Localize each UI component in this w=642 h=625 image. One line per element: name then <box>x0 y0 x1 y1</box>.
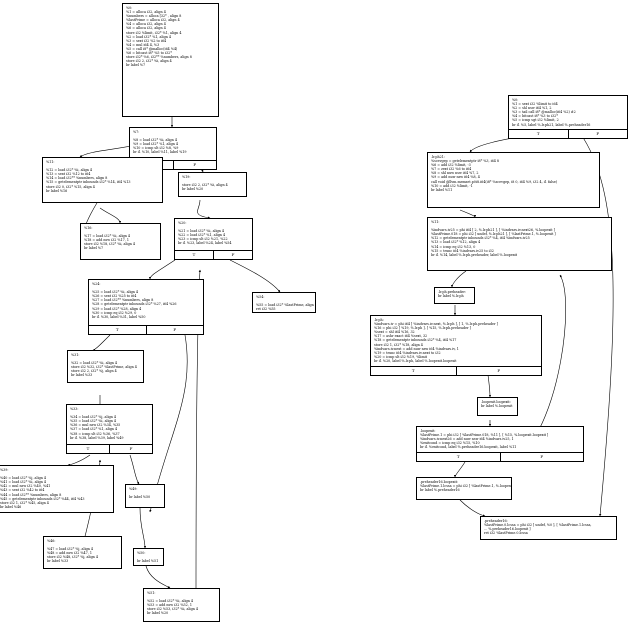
cfg-node-code: %11: %12 = load i32* %i, align 4 %13 = s… <box>46 160 131 193</box>
cfg-node-24: %24: %25 = load i32* %i, align 4 %26 = s… <box>88 279 204 335</box>
cfg-node-51: %51: %52 = load i32* %i, align 4 %53 = a… <box>143 588 220 622</box>
cfg-node-code: .loopexit: %lastPrime.1 = phi i32 [ %las… <box>420 429 549 450</box>
cfg-node-code: .lr.ph: %indvars.iv = phi i64 [ %indvars… <box>374 318 498 363</box>
true-branch-label: T <box>536 131 540 136</box>
cfg-node-preheader16: .preheader16: %lastPrime.0.lcssa = phi i… <box>480 516 617 540</box>
cfg-node-code: %39: %40 = load i32* %j, align 4 %41 = l… <box>0 468 85 509</box>
cfg-node-46: %46: %47 = load i32* %j, align 4 %48 = a… <box>43 536 122 569</box>
true-branch-label: T <box>115 327 119 332</box>
cfg-node-entry: %0: %1 = alloca i32, align 4 %numbers = … <box>122 3 219 117</box>
cfg-node-code: %11: %indvars.iv25 = phi i64 [ 2, %.lr.p… <box>431 220 556 257</box>
cfg-node-39: %39: %40 = load i32* %j, align 4 %41 = l… <box>0 465 114 513</box>
false-branch-label: F <box>567 130 628 138</box>
cfg-node-r0: %0: %1 = sext i32 %limit to i64 %2 = shl… <box>508 95 628 139</box>
cfg-node-code: .lr.ph21: %scevgep = getelementptr i8* %… <box>431 155 558 192</box>
cfg-node-preheader16-loopexit: .preheader16.loopexit: %lastPrime.1.lcss… <box>416 477 512 500</box>
false-branch-label: F <box>455 367 542 375</box>
cfg-node-r11: %11: %indvars.iv25 = phi i64 [ 2, %.lr.p… <box>427 217 612 271</box>
false-branch-label: F <box>213 251 252 259</box>
cfg-node-54: %54: %55 = load i32* %lastPrime, align 4… <box>252 292 316 313</box>
cfg-node-code: .lr.ph.preheader: br label %.lr.ph <box>438 290 467 299</box>
cfg-node-code: .preheader16: %lastPrime.0.lcssa = phi i… <box>484 519 592 536</box>
cfg-node-code: .preheader16.loopexit: %lastPrime.1.lcss… <box>420 480 511 493</box>
cfg-node-code: %31: %32 = load i32* %i, align 4 store i… <box>71 353 137 378</box>
cfg-node-16: %16: %17 = load i32* %i, align 4 %18 = a… <box>80 223 161 260</box>
true-branch-label: T <box>192 252 196 257</box>
cfg-node-loopexit-loopexit: .loopexit.loopexit: br label %.loopexit <box>477 397 518 416</box>
false-branch-label: F <box>109 445 152 453</box>
cfg-node-31: %31: %32 = load i32* %i, align 4 store i… <box>67 350 144 383</box>
cfg-node-code: %0: %1 = alloca i32, align 4 %numbers = … <box>126 6 192 68</box>
false-branch-label: F <box>145 326 204 334</box>
cfg-node-code: %0: %1 = sext i32 %limit to i64 %2 = shl… <box>512 98 591 127</box>
cfg-node-lrph21: .lr.ph21: %scevgep = getelementptr i8* %… <box>427 152 600 208</box>
cfg-node-20: %20: %21 = load i32* %i, align 4 %22 = l… <box>174 218 253 260</box>
true-branch-label: T <box>86 446 90 451</box>
cfg-node-50: %50: br label %51 <box>133 548 164 566</box>
cfg-node-code: %51: %52 = load i32* %i, align 4 %53 = a… <box>147 591 198 616</box>
true-branch-label: T <box>411 368 415 373</box>
cfg-node-code: %20: %21 = load i32* %i, align 4 %22 = l… <box>178 221 232 246</box>
cfg-node-19: %19: store i32 2, i32* %i, align 4 br la… <box>178 172 247 197</box>
cfg-node-code: %7: %8 = load i32* %i, align 4 %9 = load… <box>133 130 187 155</box>
cfg-node-11: %11: %12 = load i32* %i, align 4 %13 = s… <box>42 157 163 203</box>
cfg-node-code: .loopexit.loopexit: br label %.loopexit <box>481 400 513 409</box>
cfg-node-code: %54: %55 = load i32* %lastPrime, align 4… <box>256 295 315 312</box>
cfg-node-code: %49: br label %50 <box>129 487 151 500</box>
cfg-node-33: %33: %34 = load i32* %j, align 4 %35 = l… <box>66 404 153 454</box>
cfg-node-code: %24: %25 = load i32* %i, align 4 %26 = s… <box>92 282 177 319</box>
cfg-node-code: %16: %17 = load i32* %i, align 4 %18 = a… <box>84 226 135 251</box>
false-branch-label: F <box>499 453 584 461</box>
cfg-node-lrph-preheader: .lr.ph.preheader: br label %.lr.ph <box>434 287 475 304</box>
cfg-node-code: %46: %47 = load i32* %j, align 4 %48 = a… <box>47 539 98 564</box>
cfg-node-code: %50: br label %51 <box>137 551 159 564</box>
cfg-node-code: %19: store i32 2, i32* %i, align 4 br la… <box>182 175 228 192</box>
cfg-node-lrph: .lr.ph: %indvars.iv = phi i64 [ %indvars… <box>370 315 542 376</box>
cfg-node-code: %33: %34 = load i32* %j, align 4 %35 = l… <box>70 407 124 440</box>
true-branch-label: T <box>456 454 460 459</box>
false-branch-label: F <box>172 161 217 169</box>
cfg-node-49: %49: br label %50 <box>125 484 165 508</box>
cfg-node-loopexit: .loopexit: %lastPrime.1 = phi i32 [ %las… <box>416 426 584 462</box>
